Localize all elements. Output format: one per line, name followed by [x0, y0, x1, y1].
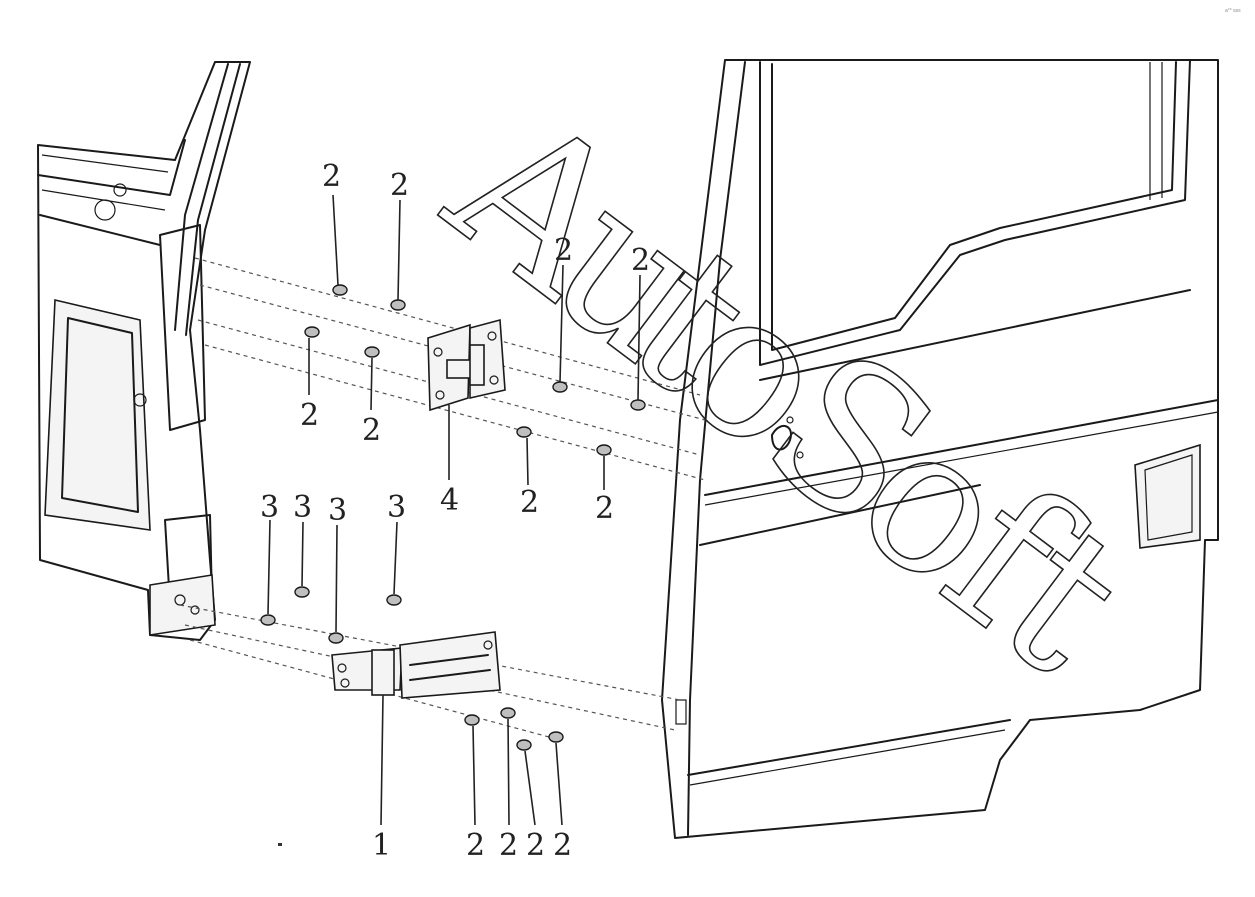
callout-lower-bolt-1: 3: [260, 490, 279, 525]
stray-mark: [278, 843, 282, 846]
lower-hinge: [331, 631, 501, 699]
upper-screws: [304, 284, 646, 456]
lower-screws: [464, 707, 564, 751]
callout-labels: 2 2 2 2 2 2 2 2 4 3 3 3 3 1 2 2 2 2: [260, 159, 650, 863]
callout-lower-bolt-4: 3: [387, 490, 406, 525]
callout-upper-screw-3: 2: [554, 233, 573, 268]
callout-lower-hinge: 1: [372, 828, 391, 863]
callout-upper-screw-2: 2: [390, 168, 409, 203]
callout-lower-bolt-2: 3: [293, 490, 312, 525]
callout-upper-hinge: 4: [440, 483, 459, 518]
cab-body-frame: [37, 61, 251, 641]
callout-lower-screw-3: 2: [526, 828, 545, 863]
callout-lower-screw-1: 2: [466, 828, 485, 863]
callout-lower-bolt-3: 3: [328, 493, 347, 528]
corner-note: a°° sss: [1225, 8, 1241, 14]
callout-lower-screw-4: 2: [553, 828, 572, 863]
callout-upper-screw-1: 2: [322, 159, 341, 194]
lower-bolts: [260, 586, 402, 644]
callout-upper-screw-4: 2: [631, 243, 650, 278]
callout-upper-screw-7: 2: [520, 485, 539, 520]
watermark: A u t o S o f t: [407, 66, 1166, 719]
leader-lines: [267, 194, 641, 826]
upper-hinge: [427, 318, 506, 412]
callout-upper-screw-8: 2: [595, 491, 614, 526]
callout-upper-screw-6: 2: [362, 413, 381, 448]
callout-lower-screw-2: 2: [499, 828, 518, 863]
cab-door: [661, 59, 1219, 839]
callout-upper-screw-5: 2: [300, 398, 319, 433]
